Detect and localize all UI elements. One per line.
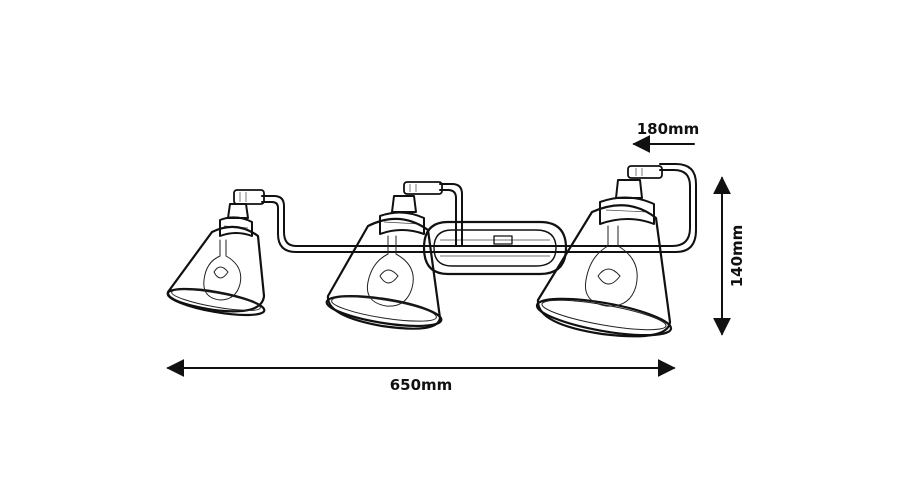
width-dimension-label: 650mm — [390, 376, 453, 394]
depth-dimension: 180mm — [632, 120, 700, 153]
right-lamp — [535, 163, 697, 338]
width-dimension: 650mm — [166, 359, 676, 394]
depth-dimension-label: 180mm — [637, 120, 700, 138]
wall-backplate — [422, 220, 568, 276]
height-dimension: 140mm — [713, 176, 746, 336]
height-dimension-label: 140mm — [728, 225, 746, 288]
main-arm-bar — [295, 245, 601, 253]
middle-lamp — [325, 181, 463, 330]
left-lamp — [166, 189, 297, 317]
